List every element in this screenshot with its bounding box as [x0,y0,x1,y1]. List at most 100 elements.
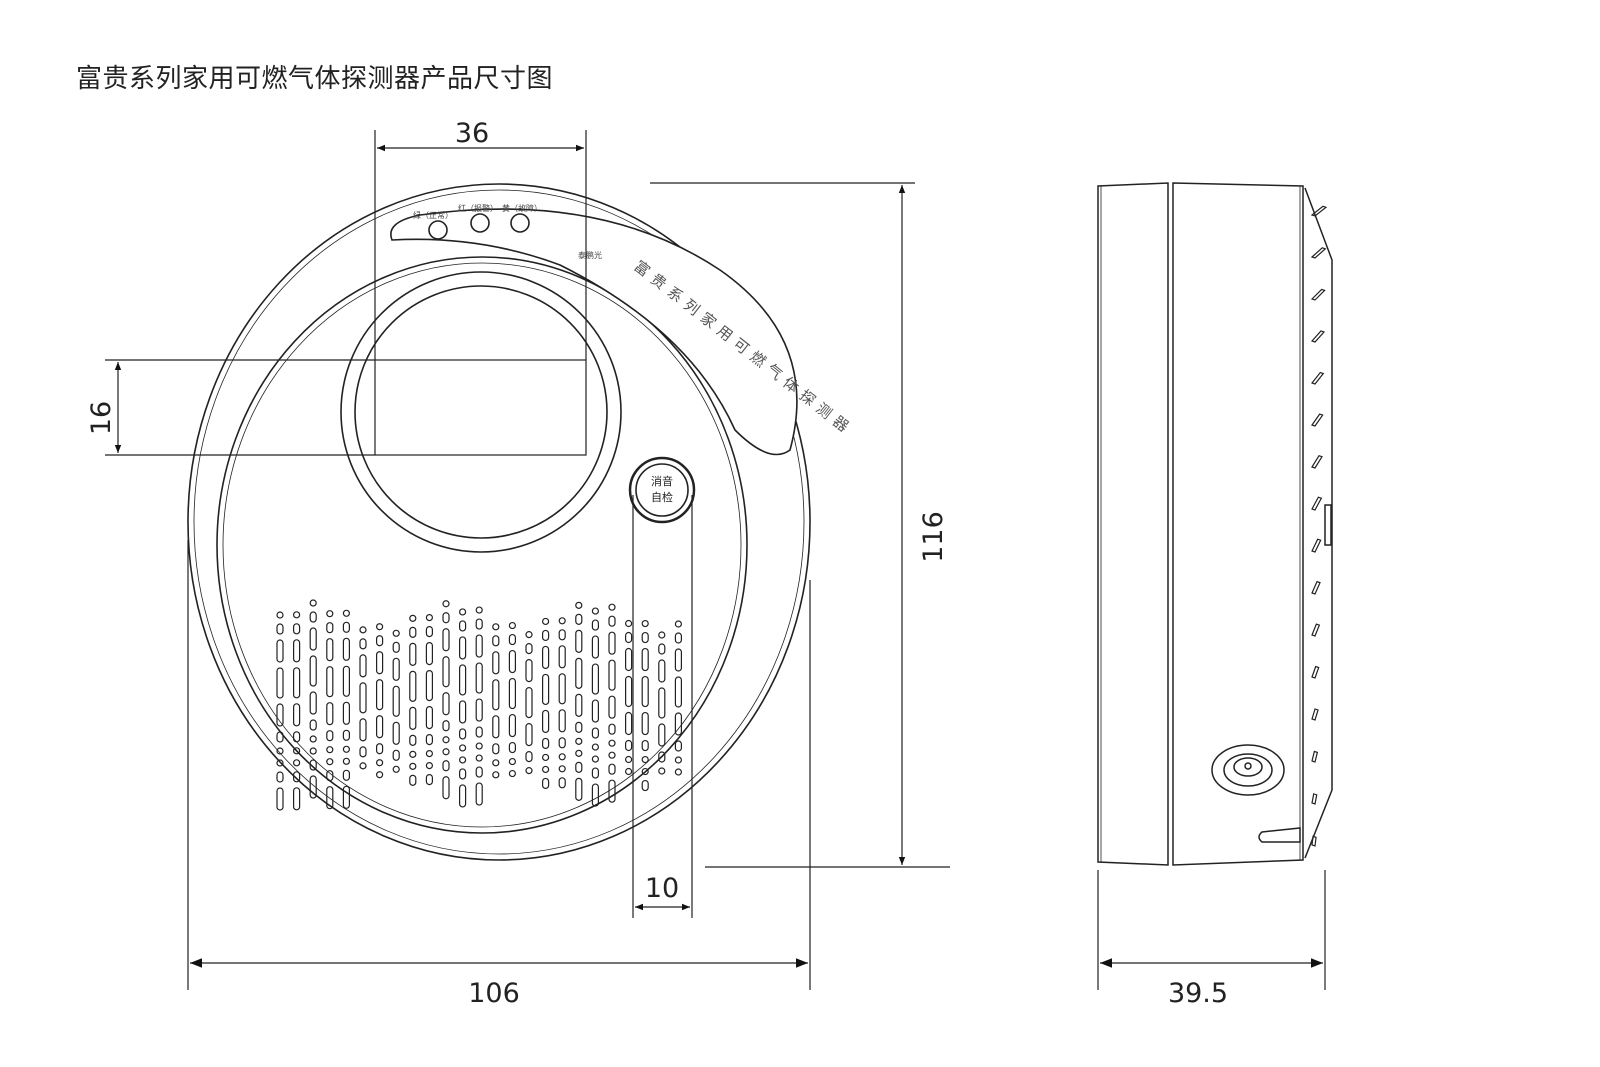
grille-slot [525,687,533,719]
side-vent-slot [1311,538,1322,553]
grille-slot [409,762,417,770]
led-red [470,213,490,233]
grille-slot [575,601,583,609]
grille-slot [376,759,384,767]
grille-slot [459,784,467,808]
dimension-lines [105,130,1326,990]
dim-depth: 39.5 [1168,978,1228,1009]
grille-slot [392,721,400,745]
grille-slot [326,746,334,754]
grille-slot [409,642,417,666]
grille-slot [475,606,483,614]
grille-slot [608,751,616,759]
indicator-label-green: 绿（正常） [413,211,453,220]
grille-slot [525,723,533,747]
side-vent-slot [1310,371,1325,385]
grille-slot [309,691,317,715]
grille-slot [293,667,301,699]
grille-slot [425,749,433,758]
grille-slot [575,721,583,733]
grille-slot [293,639,301,663]
grille-slot [558,765,566,773]
grille-slot [293,703,301,727]
grille-slot [276,623,284,635]
grille-slot [525,631,533,639]
grille-slot [608,779,616,803]
grille-slot [376,743,384,755]
grille-slot [624,755,633,764]
grille-slot [442,656,450,688]
grille-slot [658,723,666,747]
grille-slot [326,758,334,766]
grille-slot [508,633,516,646]
grille-slot [608,739,616,747]
grille-slot [409,670,417,702]
grille-slot [342,621,350,633]
grille-slot [342,769,350,781]
grille-slot [409,734,417,746]
grille-slot [492,651,500,675]
drawing-title: 富贵系列家用可燃气体探测器产品尺寸图 [76,64,554,94]
grille-slot [641,675,649,708]
logo: 泰鹏光 [578,250,602,260]
grille-slot [342,701,350,725]
grille-slot [309,735,317,743]
grille-slot [558,777,566,789]
grille-slot [293,771,301,783]
grille-slot [409,774,417,786]
grille-slot [276,771,284,783]
grille-slot [541,753,550,762]
grille-slot [641,647,649,672]
grille-slot [575,629,583,653]
grille-slot [293,611,301,619]
grille-slot [591,699,600,723]
grille-slot [475,742,483,750]
grille-slot [541,737,550,750]
grille-slot [459,728,467,740]
grille-slot [475,698,483,722]
grille-slot [575,777,583,801]
display-window-inner [354,285,608,539]
grille-slot [276,639,284,663]
grille-slot [658,659,666,683]
side-vent-slot [1310,247,1327,259]
grille-slot [591,619,600,631]
grille-slot [425,641,433,666]
grille-slot [326,622,334,634]
grille-slot [326,786,334,810]
grille-slot [575,693,583,717]
grille-slot [525,659,533,683]
grille-slot [475,726,483,738]
grille-slot [591,767,600,779]
grille-slot [525,767,533,775]
grille-slot [392,641,400,653]
grille-slot [624,711,633,736]
grille-slot [475,766,483,778]
side-vent-slot [1311,835,1317,847]
grille-slot [392,657,400,681]
grille-slot [276,747,284,755]
grille-slot [459,620,467,632]
grille-slot [541,673,550,706]
grille-slot [409,750,417,758]
grille-slot [293,731,301,743]
grille-slot [541,617,550,626]
grille-slot [591,635,600,659]
grille-slot [591,727,600,739]
grille-slot [442,776,450,800]
led-yellow [510,213,530,233]
silence-test-button [628,456,696,524]
side-vent-slot [1310,330,1326,343]
side-vent-slot [1311,708,1319,721]
mounting-clip [1258,827,1301,843]
grille-slot [442,736,450,744]
side-vent-slot [1311,793,1318,805]
grille-slot [359,746,367,758]
grille-slot [492,759,500,767]
grille-slot [558,737,566,749]
grille-slot [492,635,500,647]
grille-slot [425,733,433,746]
grille-slot [492,715,500,739]
side-vents [1310,205,1328,847]
grille-slot [641,739,649,752]
